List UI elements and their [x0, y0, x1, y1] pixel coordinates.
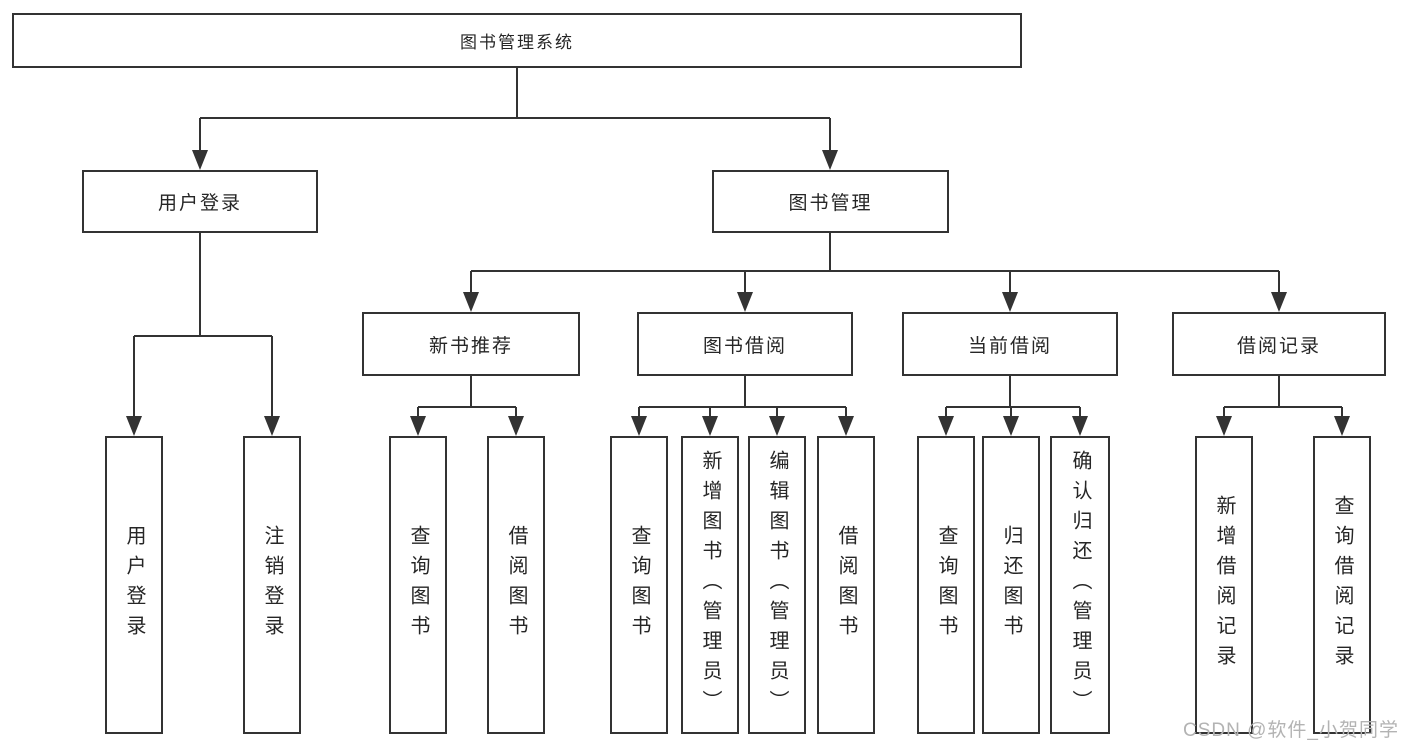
node-book-management-module: 图书管理 [712, 170, 949, 233]
node-user-login-module: 用户登录 [82, 170, 318, 233]
connector-book-mgmt-children [470, 233, 1280, 296]
leaf-query-books-current: 查询图书 [917, 436, 975, 734]
leaf-add-books-admin: 新增图书（管理员） [681, 436, 739, 734]
arrowhead-icons [126, 150, 1350, 436]
connector-book-borrow-children [638, 376, 847, 418]
connector-user-login-children [133, 233, 273, 418]
node-new-book-recommend: 新书推荐 [362, 312, 580, 376]
connector-current-borrow-children [945, 376, 1081, 418]
node-current-borrowing: 当前借阅 [902, 312, 1118, 376]
leaf-return-books: 归还图书 [982, 436, 1040, 734]
leaf-query-books-recommend: 查询图书 [389, 436, 447, 734]
csdn-watermark: CSDN @软件_小贺同学 [1183, 720, 1399, 741]
connector-root-to-level2 [199, 68, 831, 152]
leaf-borrow-books-recommend: 借阅图书 [487, 436, 545, 734]
connector-borrow-records-children [1223, 376, 1343, 418]
node-library-system: 图书管理系统 [12, 13, 1022, 68]
leaf-borrow-books: 借阅图书 [817, 436, 875, 734]
leaf-add-borrow-record: 新增借阅记录 [1195, 436, 1253, 734]
node-borrowing-records: 借阅记录 [1172, 312, 1386, 376]
leaf-user-login: 用户登录 [105, 436, 163, 734]
node-book-borrowing: 图书借阅 [637, 312, 853, 376]
connector-new-books-children [417, 376, 517, 418]
leaf-confirm-return-admin: 确认归还（管理员） [1050, 436, 1110, 734]
leaf-logout: 注销登录 [243, 436, 301, 734]
leaf-edit-books-admin: 编辑图书（管理员） [748, 436, 806, 734]
leaf-query-books-borrow: 查询图书 [610, 436, 668, 734]
leaf-query-borrow-record: 查询借阅记录 [1313, 436, 1371, 734]
